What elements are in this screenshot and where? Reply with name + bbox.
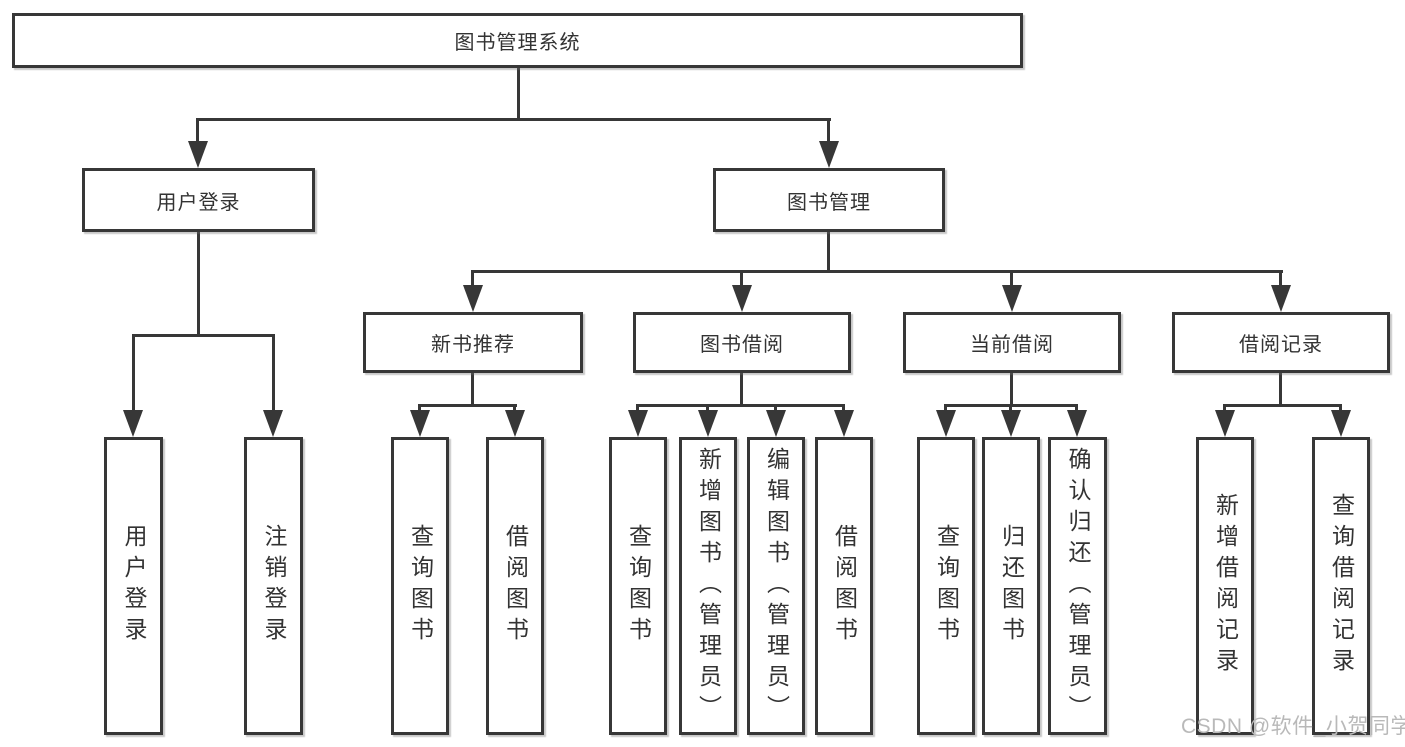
node-label: 注销登录 bbox=[261, 524, 287, 648]
arrow-down-icon bbox=[188, 141, 208, 168]
connector-line bbox=[842, 404, 845, 412]
node-label: 借阅图书 bbox=[502, 524, 529, 648]
connector-line bbox=[418, 404, 517, 407]
connector-line bbox=[517, 68, 520, 120]
node-borrow-records: 借阅记录 bbox=[1172, 312, 1390, 373]
arrow-down-icon bbox=[463, 285, 483, 312]
arrow-down-icon bbox=[505, 410, 525, 437]
node-label: 新增图书（管理员） bbox=[695, 446, 722, 726]
arrow-down-icon bbox=[263, 410, 283, 437]
node-new-book-recommend: 新书推荐 bbox=[363, 312, 583, 373]
node-label: 确认归还（管理员） bbox=[1065, 446, 1091, 726]
node-label: 查询图书 bbox=[407, 524, 434, 648]
connector-line bbox=[196, 118, 199, 144]
connector-line bbox=[1279, 270, 1282, 287]
arrow-down-icon bbox=[732, 285, 752, 312]
node-leaf-add-borrow-record: 新增借阅记录 bbox=[1196, 437, 1254, 735]
arrow-down-icon bbox=[819, 141, 839, 168]
connector-line bbox=[706, 404, 709, 412]
connector-line bbox=[418, 404, 421, 412]
node-library-system: 图书管理系统 bbox=[12, 13, 1023, 68]
node-leaf-query-books-3: 查询图书 bbox=[917, 437, 975, 735]
node-leaf-query-borrow-record: 查询借阅记录 bbox=[1312, 437, 1370, 735]
node-book-management: 图书管理 bbox=[713, 168, 945, 232]
watermark: CSDN @软件_小贺同学 bbox=[1181, 715, 1405, 738]
connector-line bbox=[636, 404, 845, 407]
node-leaf-return-book: 归还图书 bbox=[982, 437, 1040, 735]
connector-line bbox=[196, 118, 831, 121]
node-leaf-borrow-books-2: 借阅图书 bbox=[815, 437, 873, 735]
arrow-down-icon bbox=[628, 410, 648, 437]
connector-line bbox=[1009, 404, 1012, 412]
arrow-down-icon bbox=[1002, 285, 1022, 312]
connector-line bbox=[513, 404, 516, 412]
connector-line bbox=[132, 334, 273, 337]
connector-line bbox=[1010, 270, 1013, 287]
arrow-down-icon bbox=[123, 410, 143, 437]
node-leaf-confirm-return-admin: 确认归还（管理员） bbox=[1048, 437, 1107, 735]
connector-line bbox=[1075, 404, 1078, 412]
node-label: 借阅图书 bbox=[831, 524, 858, 648]
connector-line bbox=[197, 232, 200, 336]
arrow-down-icon bbox=[698, 410, 718, 437]
node-leaf-add-book-admin: 新增图书（管理员） bbox=[679, 437, 737, 735]
node-leaf-query-books-1: 查询图书 bbox=[391, 437, 449, 735]
node-current-borrow: 当前借阅 bbox=[903, 312, 1121, 373]
connector-line bbox=[944, 404, 947, 412]
arrow-down-icon bbox=[1271, 285, 1291, 312]
arrow-down-icon bbox=[1215, 410, 1235, 437]
node-label: 查询图书 bbox=[625, 524, 652, 648]
connector-line bbox=[1010, 373, 1013, 406]
node-label: 用户登录 bbox=[121, 524, 147, 648]
node-label: 查询图书 bbox=[933, 524, 960, 648]
connector-line bbox=[132, 334, 135, 412]
connector-line bbox=[1339, 404, 1342, 412]
node-label: 查询借阅记录 bbox=[1328, 493, 1355, 679]
connector-line bbox=[1223, 404, 1342, 407]
node-label: 新增借阅记录 bbox=[1212, 493, 1239, 679]
arrow-down-icon bbox=[410, 410, 430, 437]
node-leaf-borrow-books-1: 借阅图书 bbox=[486, 437, 544, 735]
connector-line bbox=[740, 270, 743, 287]
arrow-down-icon bbox=[766, 410, 786, 437]
connector-line bbox=[1223, 404, 1226, 412]
node-user-login: 用户登录 bbox=[82, 168, 315, 232]
connector-line bbox=[471, 373, 474, 406]
connector-line bbox=[471, 270, 474, 287]
connector-line bbox=[636, 404, 639, 412]
node-leaf-logout: 注销登录 bbox=[244, 437, 303, 735]
connector-line bbox=[827, 118, 830, 144]
arrow-down-icon bbox=[936, 410, 956, 437]
connector-line bbox=[471, 270, 1283, 273]
node-leaf-user-login: 用户登录 bbox=[104, 437, 163, 735]
arrow-down-icon bbox=[834, 410, 854, 437]
node-leaf-edit-book-admin: 编辑图书（管理员） bbox=[747, 437, 805, 735]
arrow-down-icon bbox=[1067, 410, 1087, 437]
connector-line bbox=[774, 404, 777, 412]
connector-line bbox=[740, 373, 743, 406]
node-leaf-query-books-2: 查询图书 bbox=[609, 437, 667, 735]
arrow-down-icon bbox=[1001, 410, 1021, 437]
node-book-borrow: 图书借阅 bbox=[633, 312, 851, 373]
connector-line bbox=[272, 334, 275, 412]
arrow-down-icon bbox=[1331, 410, 1351, 437]
node-label: 编辑图书（管理员） bbox=[763, 446, 790, 726]
connector-line bbox=[1279, 373, 1282, 406]
connector-line bbox=[827, 232, 830, 272]
node-label: 归还图书 bbox=[998, 524, 1025, 648]
